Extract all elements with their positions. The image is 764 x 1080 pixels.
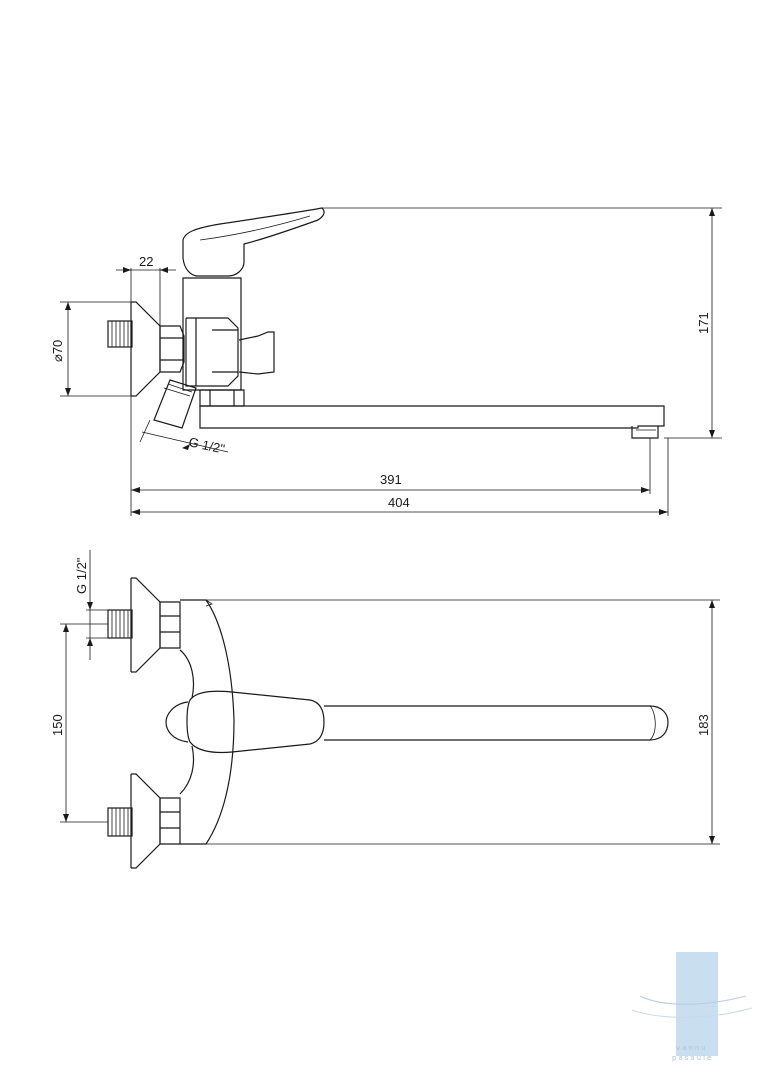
dim-70: ⌀70 [50,340,65,362]
side-diverter [185,317,239,387]
side-spout-nut [199,389,245,407]
top-view: G 1/2" 150 183 [50,550,720,869]
top-mixer-body [179,599,235,845]
top-nut-lower [159,797,181,845]
top-flange-lower [130,773,161,869]
dim-22: 22 [139,254,153,269]
top-cartridge-dome [165,701,189,743]
dim-183: 183 [696,714,711,736]
top-lever [186,690,325,754]
side-wall-flange [130,301,161,397]
top-flange-upper [130,577,161,673]
side-mixer-body [182,277,242,391]
dim-171: 171 [696,312,711,334]
top-nut-upper [159,601,181,649]
side-diverter-knob [238,331,275,375]
side-lever-handle [182,207,325,277]
dim-g-side: G 1/2" [187,434,226,456]
dim-404: 404 [388,495,410,510]
watermark-line2: pasaule [672,1054,713,1062]
side-hex-nut [159,325,185,373]
watermark-logo: vannu pasaule [631,952,753,1062]
side-spout [199,405,665,429]
dim-391: 391 [380,472,402,487]
dim-g-top: G 1/2" [74,557,89,594]
dim-150: 150 [50,714,65,736]
side-view: 22 ⌀70 171 G 1/2" 391 404 [50,207,722,516]
side-angled-inlet [153,379,197,429]
watermark-line1: vannu [676,1044,708,1052]
top-spout [324,705,669,741]
